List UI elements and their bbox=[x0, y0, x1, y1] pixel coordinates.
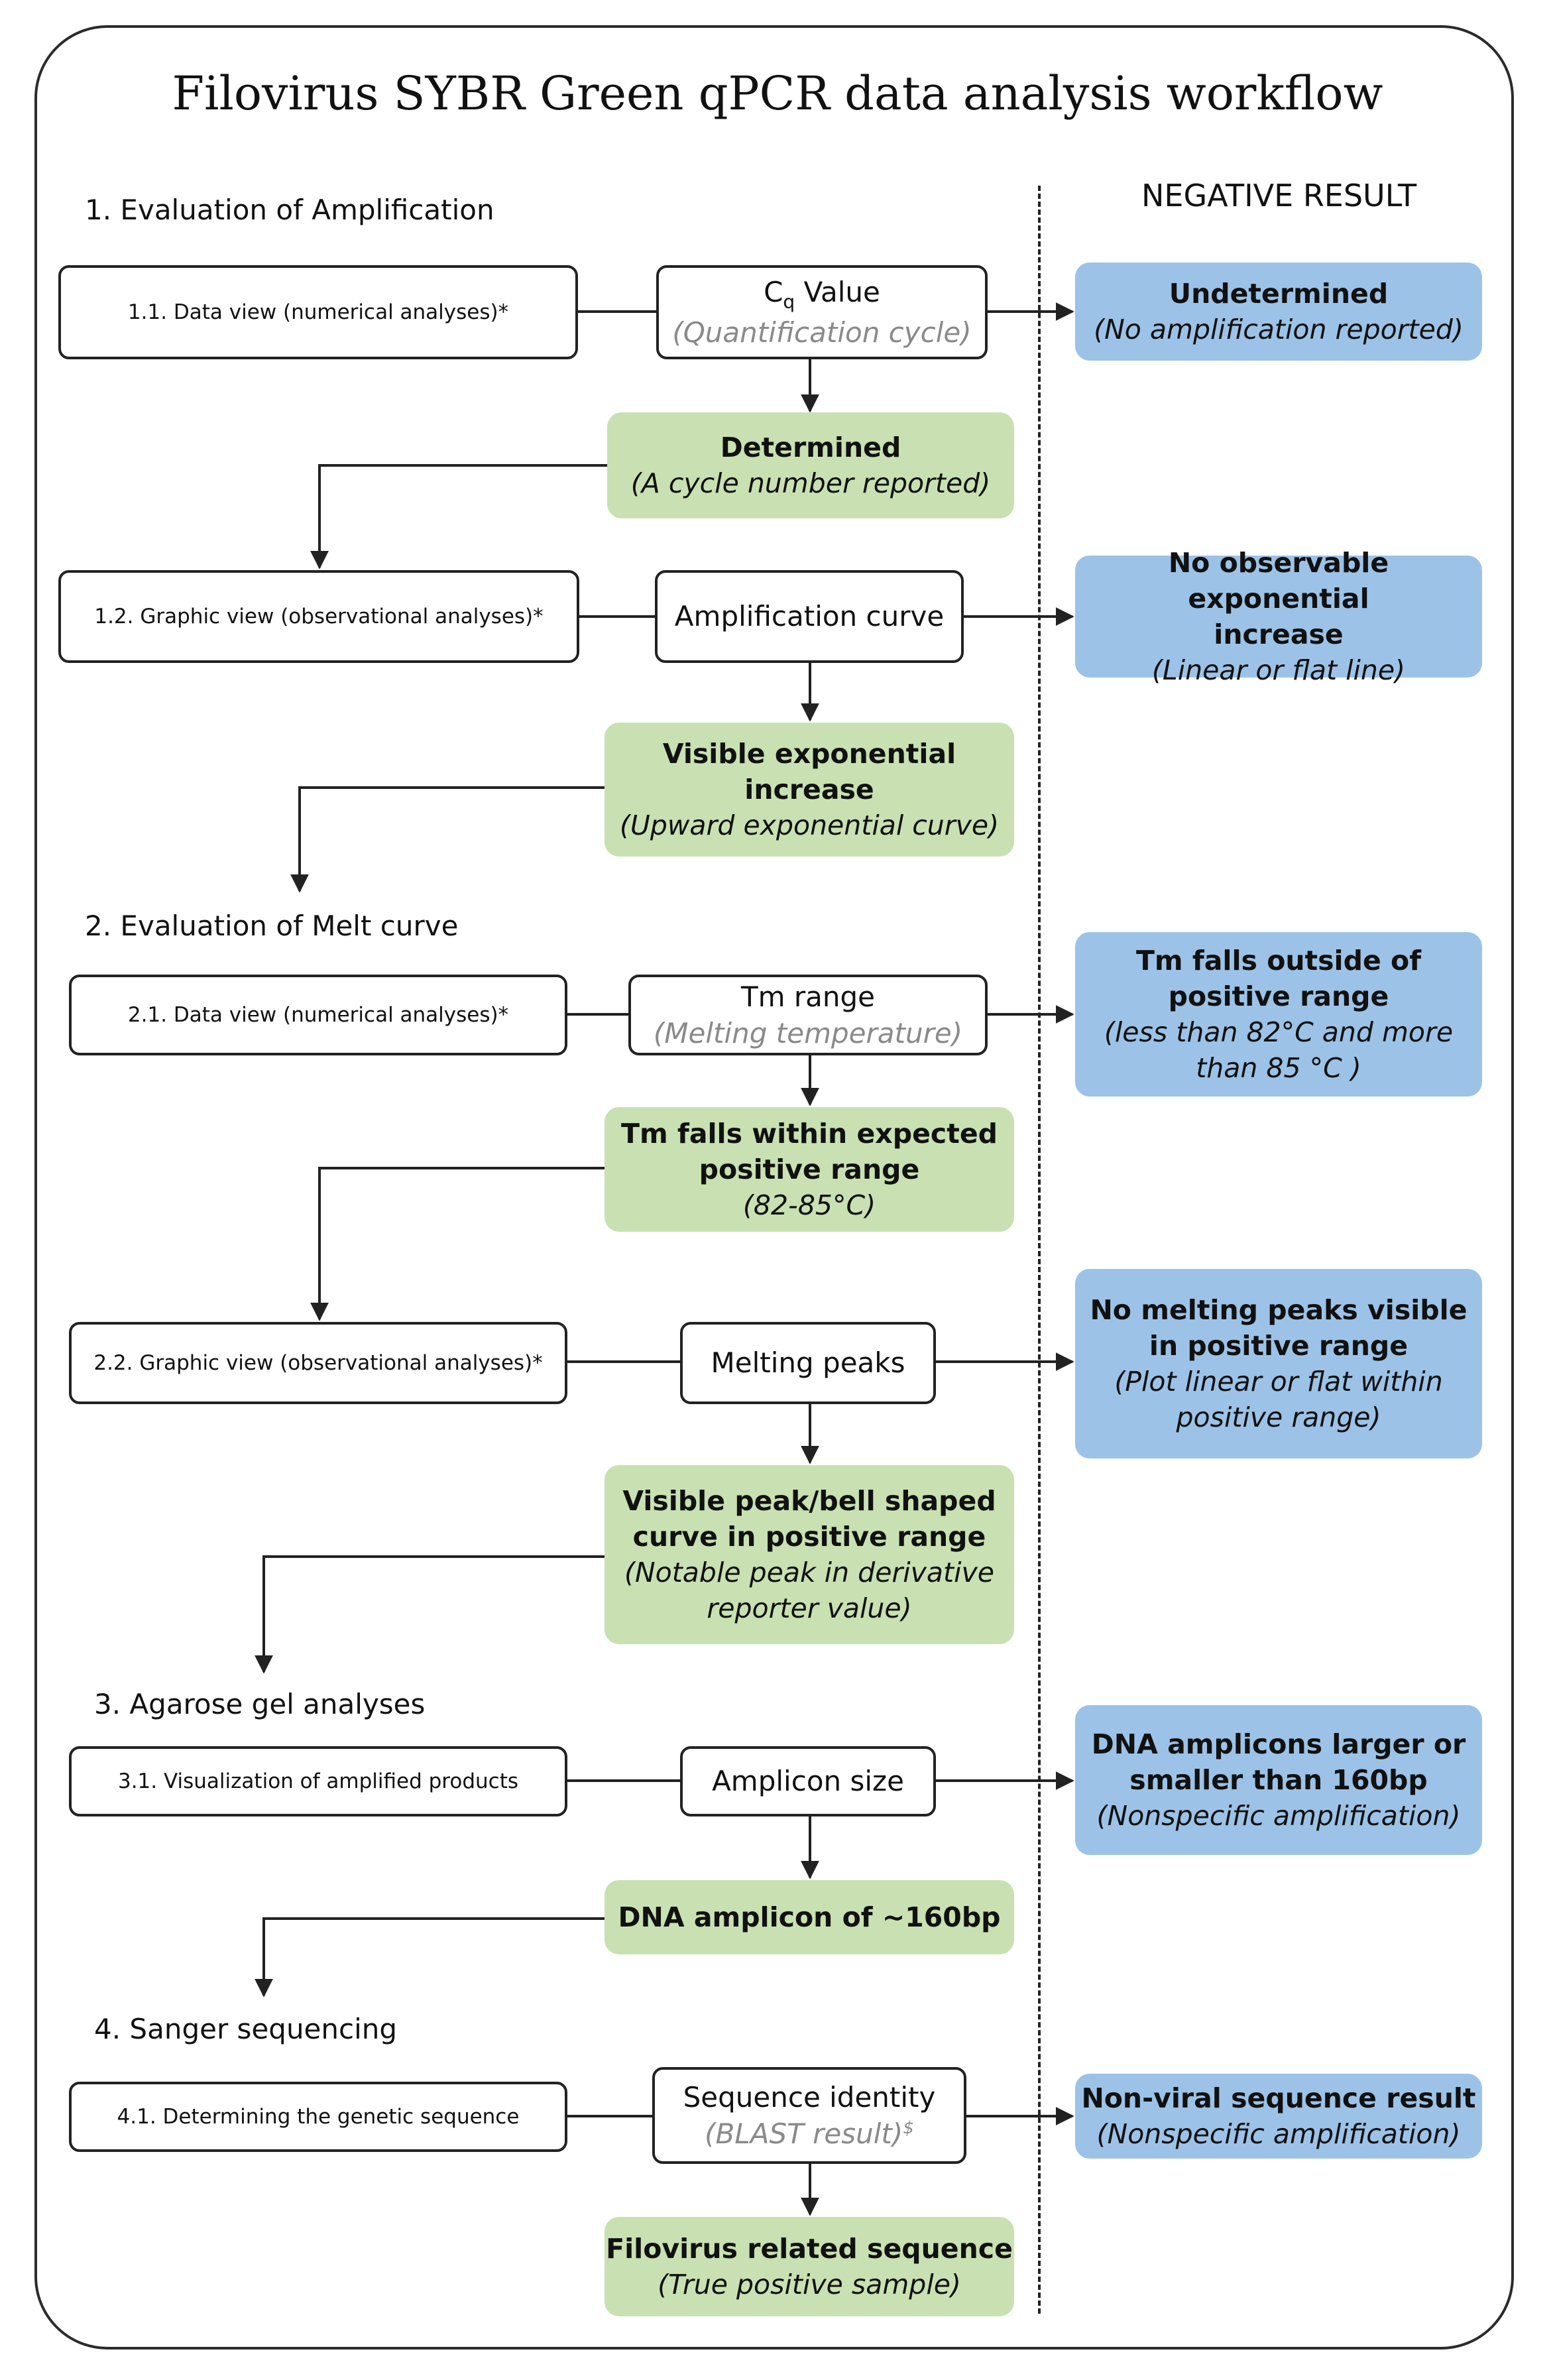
sequence-identity-box: Sequence identity (BLAST result)$ bbox=[652, 2067, 966, 2164]
diagram-title: Filovirus SYBR Green qPCR data analysis … bbox=[172, 66, 1383, 121]
sequence-identity-subtitle: (BLAST result)$ bbox=[705, 2117, 914, 2150]
step-1-1-label: 1.1. Data view (numerical analyses)* bbox=[127, 300, 509, 324]
no-exponential-box: No observable exponential increase (Line… bbox=[1075, 547, 1482, 686]
non-viral-sequence-subtitle: (Nonspecific amplification) bbox=[1096, 2118, 1461, 2150]
filovirus-sequence-box: Filovirus related sequence (True positiv… bbox=[605, 2217, 1014, 2316]
amplicon-size-label: Amplicon size bbox=[712, 1765, 904, 1798]
visible-exponential-line-2: increase bbox=[744, 773, 874, 805]
arrow-within-to-2-2 bbox=[310, 1167, 605, 1321]
amplification-curve-box: Amplification curve bbox=[655, 570, 964, 663]
tm-outside-line-1: Tm falls outside of bbox=[1135, 944, 1422, 977]
visible-peak-box: Visible peak/bell shaped curve in positi… bbox=[605, 1465, 1014, 1644]
step-1-1-box: 1.1. Data view (numerical analyses)* bbox=[58, 265, 578, 359]
non-viral-sequence-title: Non-viral sequence result bbox=[1081, 2082, 1476, 2114]
step-1-2-box: 1.2. Graphic view (observational analyse… bbox=[58, 570, 579, 663]
no-exponential-line-3: (Linear or flat line) bbox=[1151, 654, 1406, 687]
step-3-1-box: 3.1. Visualization of amplified products bbox=[69, 1746, 567, 1816]
amplicon-size-box: Amplicon size bbox=[680, 1746, 936, 1816]
determined-box: Determined (A cycle number reported) bbox=[607, 412, 1014, 518]
no-melting-peaks-line-1: No melting peaks visible bbox=[1090, 1293, 1468, 1326]
tm-outside-range-box: Tm falls outside of positive range (less… bbox=[1075, 932, 1482, 1097]
dna-amplicons-line-3: (Nonspecific amplification) bbox=[1096, 1800, 1461, 1832]
section-1-heading: 1. Evaluation of Amplification bbox=[85, 194, 494, 226]
step-4-1-box: 4.1. Determining the genetic sequence bbox=[69, 2082, 567, 2152]
tm-outside-line-4: than 85 °C ) bbox=[1196, 1052, 1361, 1085]
visible-exponential-line-1: Visible exponential bbox=[662, 737, 956, 770]
dna-amplicons-nonspecific-box: DNA amplicons larger or smaller than 160… bbox=[1075, 1705, 1482, 1855]
melting-peaks-box: Melting peaks bbox=[680, 1322, 936, 1404]
amplification-curve-label: Amplification curve bbox=[674, 600, 945, 633]
step-3-1-label: 3.1. Visualization of amplified products bbox=[117, 1769, 518, 1793]
visible-peak-line-2: curve in positive range bbox=[632, 1520, 986, 1553]
filovirus-sequence-subtitle: (True positive sample) bbox=[658, 2269, 961, 2300]
undetermined-subtitle: (No amplification reported) bbox=[1094, 314, 1464, 345]
no-exponential-line-1: No observable exponential bbox=[1168, 546, 1389, 615]
tm-range-box: Tm range (Melting temperature) bbox=[628, 975, 988, 1055]
arrow-visiblepeak-to-section-3 bbox=[255, 1555, 605, 1674]
step-2-2-box: 2.2. Graphic view (observational analyse… bbox=[69, 1322, 567, 1404]
tm-outside-line-3: (less than 82°C and more bbox=[1104, 1016, 1454, 1048]
determined-subtitle: (A cycle number reported) bbox=[630, 467, 991, 499]
dna-amplicon-160bp-box: DNA amplicon of ~160bp bbox=[605, 1880, 1014, 1954]
cq-value-subtitle: (Quantification cycle) bbox=[672, 316, 972, 349]
undetermined-title: Undetermined bbox=[1169, 277, 1389, 310]
step-4-1-label: 4.1. Determining the genetic sequence bbox=[117, 2104, 520, 2129]
visible-peak-line-4: reporter value) bbox=[707, 1592, 912, 1625]
step-2-1-label: 2.1. Data view (numerical analyses)* bbox=[127, 1002, 509, 1027]
cq-value-box: Cq Value (Quantification cycle) bbox=[656, 265, 988, 359]
determined-title: Determined bbox=[720, 431, 901, 463]
tm-within-line-2: positive range bbox=[699, 1153, 920, 1185]
step-2-2-label: 2.2. Graphic view (observational analyse… bbox=[93, 1350, 543, 1375]
step-2-1-box: 2.1. Data view (numerical analyses)* bbox=[69, 975, 567, 1055]
dna-amplicon-160bp-label: DNA amplicon of ~160bp bbox=[618, 1901, 1001, 1933]
visible-peak-line-1: Visible peak/bell shaped bbox=[622, 1484, 996, 1517]
dashed-divider bbox=[1038, 186, 1041, 2314]
negative-result-header: NEGATIVE RESULT bbox=[1141, 178, 1417, 213]
step-1-2-label: 1.2. Graphic view (observational analyse… bbox=[94, 604, 544, 628]
dna-amplicons-line-2: smaller than 160bp bbox=[1129, 1763, 1428, 1796]
arrow-determined-to-1-2 bbox=[310, 464, 607, 569]
cq-value-title: Cq Value bbox=[764, 275, 880, 312]
visible-exponential-line-3: (Upward exponential curve) bbox=[619, 809, 1000, 842]
tm-within-line-3: (82-85°C) bbox=[742, 1189, 876, 1222]
tm-range-subtitle: (Melting temperature) bbox=[653, 1017, 963, 1049]
melting-peaks-label: Melting peaks bbox=[711, 1346, 905, 1380]
dna-amplicons-line-1: DNA amplicons larger or bbox=[1091, 1728, 1466, 1760]
section-4-heading: 4. Sanger sequencing bbox=[94, 2013, 398, 2045]
section-2-heading: 2. Evaluation of Melt curve bbox=[85, 910, 459, 942]
visible-peak-line-3: (Notable peak in derivative bbox=[624, 1557, 995, 1588]
visible-exponential-box: Visible exponential increase (Upward exp… bbox=[605, 723, 1014, 857]
tm-range-title: Tm range bbox=[740, 980, 876, 1013]
no-exponential-line-2: increase bbox=[1214, 619, 1344, 650]
section-3-heading: 3. Agarose gel analyses bbox=[94, 1688, 426, 1720]
no-melting-peaks-line-2: in positive range bbox=[1149, 1329, 1409, 1362]
tm-within-range-box: Tm falls within expected positive range … bbox=[605, 1107, 1014, 1232]
arrow-visible-to-section-2 bbox=[290, 786, 605, 893]
no-melting-peaks-box: No melting peaks visible in positive ran… bbox=[1075, 1269, 1482, 1458]
tm-within-line-1: Tm falls within expected bbox=[621, 1117, 998, 1150]
no-melting-peaks-line-3: (Plot linear or flat within bbox=[1114, 1366, 1443, 1398]
diagram-frame bbox=[34, 25, 1514, 2350]
tm-outside-line-2: positive range bbox=[1168, 980, 1389, 1012]
undetermined-box: Undetermined (No amplification reported) bbox=[1075, 263, 1482, 361]
filovirus-sequence-title: Filovirus related sequence bbox=[606, 2232, 1013, 2265]
sequence-identity-title: Sequence identity bbox=[683, 2080, 936, 2113]
arrow-160bp-to-section-4 bbox=[255, 1917, 605, 1997]
non-viral-sequence-box: Non-viral sequence result (Nonspecific a… bbox=[1075, 2074, 1482, 2159]
no-melting-peaks-line-4: positive range) bbox=[1176, 1401, 1381, 1434]
